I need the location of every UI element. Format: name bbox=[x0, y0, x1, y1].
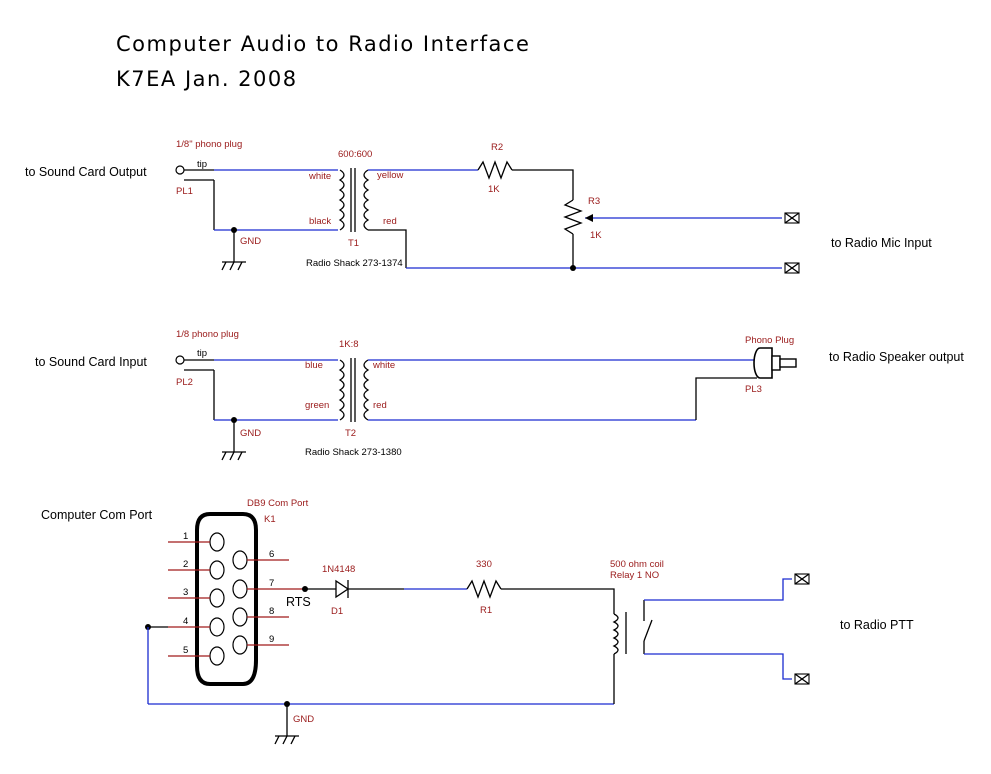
pin-label-9: 9 bbox=[269, 634, 274, 645]
speaker-return-lead bbox=[695, 377, 757, 420]
gnd-label-2: GND bbox=[240, 428, 261, 439]
plug-ref-pl1: PL1 bbox=[176, 186, 193, 197]
r2-value: 1K bbox=[488, 184, 500, 195]
t2-wire-red: red bbox=[373, 400, 387, 411]
pin-label-3: 3 bbox=[183, 587, 188, 598]
pin-label-8: 8 bbox=[269, 606, 274, 617]
t2-wire-blue: blue bbox=[305, 360, 323, 371]
d1-part: 1N4148 bbox=[322, 564, 355, 575]
pin-label-5: 5 bbox=[183, 645, 188, 656]
r2-to-r3-wire bbox=[512, 169, 574, 200]
terminal-ptt-2-icon bbox=[794, 673, 810, 685]
db9-pin-holes bbox=[209, 532, 248, 666]
plug-pl2-tip-icon bbox=[175, 355, 185, 365]
pin-label-7: 7 bbox=[269, 578, 274, 589]
d1-ref: D1 bbox=[331, 606, 343, 617]
ground-symbol-3-icon bbox=[274, 732, 299, 745]
ground-symbol-1-icon bbox=[221, 258, 246, 271]
t1-wire-red: red bbox=[383, 216, 397, 227]
diode-d1-icon bbox=[335, 579, 350, 599]
r3-ref: R3 bbox=[588, 196, 600, 207]
label-computer-com-port: Computer Com Port bbox=[41, 508, 153, 522]
t2-wire-green: green bbox=[305, 400, 329, 411]
wire-red-t1 bbox=[368, 229, 407, 268]
section-sound-card-input: to Sound Card Input 1/8 phono plug tip P… bbox=[35, 329, 964, 461]
label-radio-mic-input: to Radio Mic Input bbox=[831, 236, 932, 250]
t2-wire-white: white bbox=[372, 360, 395, 371]
relay-contact-icon bbox=[643, 600, 653, 654]
t2-part-number: Radio Shack 273-1380 bbox=[305, 447, 402, 458]
r2-ref: R2 bbox=[491, 142, 503, 153]
r1-to-coil-wire bbox=[501, 588, 615, 614]
relay-coil-label: 500 ohm coil bbox=[610, 559, 664, 570]
potentiometer-r3-icon bbox=[563, 199, 583, 235]
ptt-wire-1 bbox=[644, 578, 792, 601]
t2-ref: T2 bbox=[345, 428, 356, 439]
phono-plug-ref: PL3 bbox=[745, 384, 762, 395]
gnd-label-3: GND bbox=[293, 714, 314, 725]
resistor-r2-icon bbox=[477, 160, 513, 180]
db9-ref: K1 bbox=[264, 514, 276, 525]
plug-note-pl2: 1/8 phono plug bbox=[176, 329, 239, 340]
t1-wire-black: black bbox=[309, 216, 331, 227]
r1-ref: R1 bbox=[480, 605, 492, 616]
t1-part-number: Radio Shack 273-1374 bbox=[306, 258, 403, 269]
tip-label-pl2: tip bbox=[197, 348, 207, 359]
ground-symbol-2-icon bbox=[221, 448, 246, 461]
phono-plug-pl3-icon bbox=[753, 347, 797, 379]
plug-pl1-tip-icon bbox=[175, 165, 185, 175]
phono-plug-label: Phono Plug bbox=[745, 335, 794, 346]
db9-name: DB9 Com Port bbox=[247, 498, 309, 509]
transformer-t2-icon bbox=[338, 358, 370, 422]
label-sound-card-output: to Sound Card Output bbox=[25, 165, 147, 179]
diagram-title: Computer Audio to Radio Interface bbox=[116, 32, 530, 56]
t1-ratio: 600:600 bbox=[338, 149, 372, 160]
t2-ratio: 1K:8 bbox=[339, 339, 359, 350]
label-radio-speaker-output: to Radio Speaker output bbox=[829, 350, 964, 364]
pin-label-1: 1 bbox=[183, 531, 188, 542]
label-sound-card-input: to Sound Card Input bbox=[35, 355, 147, 369]
terminal-mic-1-icon bbox=[784, 212, 800, 224]
t1-ref: T1 bbox=[348, 238, 359, 249]
transformer-t1-icon bbox=[338, 168, 370, 232]
t1-wire-white: white bbox=[308, 171, 331, 182]
terminal-mic-2-icon bbox=[784, 262, 800, 274]
plug-note-pl1: 1/8" phono plug bbox=[176, 139, 242, 150]
pin-label-4: 4 bbox=[183, 616, 188, 627]
ptt-wire-2 bbox=[644, 653, 792, 680]
t1-wire-yellow: yellow bbox=[377, 170, 404, 181]
relay-ref-label: Relay 1 NO bbox=[610, 570, 659, 581]
db9-connector-body bbox=[195, 512, 258, 686]
plug-ref-pl2: PL2 bbox=[176, 377, 193, 388]
diagram-subtitle: K7EA Jan. 2008 bbox=[116, 67, 298, 91]
gnd-label-1: GND bbox=[240, 236, 261, 247]
pin-label-6: 6 bbox=[269, 549, 274, 560]
pin-label-2: 2 bbox=[183, 559, 188, 570]
label-radio-ptt: to Radio PTT bbox=[840, 618, 914, 632]
tip-label-pl1: tip bbox=[197, 159, 207, 170]
terminal-ptt-1-icon bbox=[794, 573, 810, 585]
junction-dot bbox=[570, 265, 576, 271]
resistor-r1-icon bbox=[466, 579, 502, 599]
rts-label: RTS bbox=[286, 595, 311, 609]
r1-value: 330 bbox=[476, 559, 492, 570]
section-sound-card-output: to Sound Card Output 1/8" phono plug tip… bbox=[25, 139, 932, 274]
relay-coil-icon bbox=[612, 612, 627, 655]
r3-value: 1K bbox=[590, 230, 602, 241]
wiper-arrow-icon bbox=[585, 214, 593, 222]
section-com-port: Computer Com Port DB9 Com Port K1 1 2 3 … bbox=[41, 498, 914, 745]
